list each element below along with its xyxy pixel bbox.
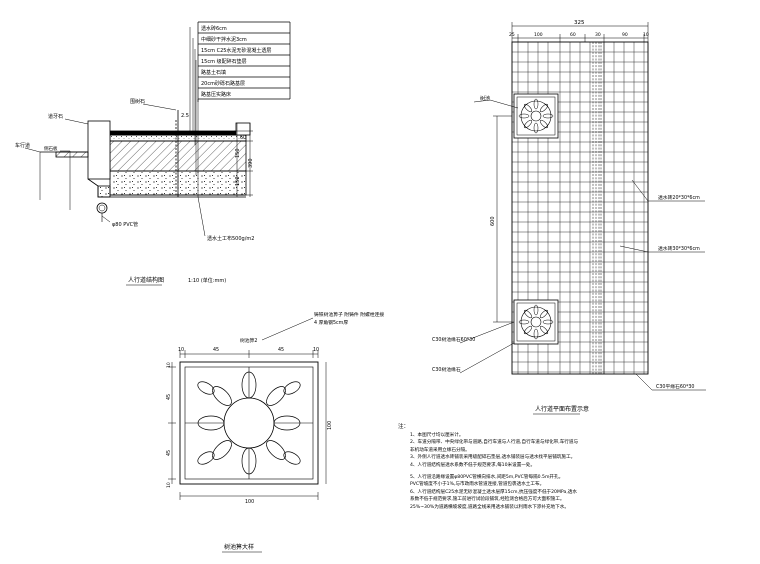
plan-dim: 600: [490, 216, 496, 226]
grate-center-opening: [223, 397, 275, 449]
layer-label: 15cm 级配碎石垫层: [201, 58, 247, 65]
grate-dim: 45: [166, 394, 172, 400]
plan-title: 人行道平面布置示意: [535, 405, 589, 413]
dim-label: 150: [235, 176, 241, 186]
tree-grate-detail: 铸铁树池箅子 附铸件 附螺栓连接 4 厚角钢5cm厚 树池箅2 10 45 45…: [166, 311, 384, 553]
geotextile-label: 透水土工布500g/m2: [207, 235, 254, 242]
grate-note-line: 铸铁树池箅子 附铸件 附螺栓连接: [314, 311, 384, 318]
dimension-lines: [234, 123, 253, 197]
note-line: PVC管坡度不小于1%,与市政雨水管道连接,管道包裹透水土工布。: [410, 482, 545, 488]
plan-side-dimension: [493, 115, 512, 323]
grate-dim: 45: [166, 450, 172, 456]
note-line: 25%~30%为道路横坡坡度,道路全线采用透水铺装以利雨水下渗补充地下水。: [410, 504, 569, 510]
plan-label-curb: C30平缘石60*30: [656, 383, 694, 390]
grate-outer-frame: [179, 361, 319, 485]
plan-dim: 30: [595, 32, 601, 38]
curb-stone: [40, 120, 251, 198]
grate-piece-label: 树池箅2: [240, 337, 257, 344]
plan-leader-lines: [459, 99, 706, 391]
note-line: 3、外侧人行道透水砖铺装采用级配碎石垫层,透水铺装层与透水找平层铺筑施工。: [410, 455, 576, 461]
note-line: 6、人行道结构层C25水泥无砂混凝土透水层厚15cm,抗压强度不低于20MPa,…: [410, 489, 577, 495]
note-line: 5、人行道沿路缘设置φ80PVC管横向排水,间距5m,PVC管每隔0.5m开孔。: [410, 474, 564, 480]
curb-label: 道牙石: [48, 113, 63, 120]
dim-label: 60: [240, 135, 246, 141]
section-scale: 1:10 (单位:mm): [188, 277, 226, 284]
grate-dim: 10: [313, 347, 319, 353]
grate-dimensions: [168, 317, 327, 500]
dim-label: 150: [235, 148, 241, 158]
paving-grid: [512, 42, 648, 374]
dim-label: 390: [248, 158, 254, 168]
grate-dim: 45: [278, 347, 284, 353]
plan-dim: 90: [622, 32, 628, 38]
section-title: 人行道结构图: [128, 276, 164, 284]
plan-top-dimensions: [511, 22, 649, 42]
plan-label-brick: 透水砖20*30*6cm: [658, 194, 700, 201]
layer-label: 20cm砂砾石路基层: [201, 80, 245, 87]
grate-petal-slots: [197, 371, 301, 475]
grate-dim: 45: [213, 347, 219, 353]
note-line: 系数不低于规范要求,施工前进行试验段铺筑,经检测合格后方可大面积施工。: [410, 497, 565, 503]
plan-dim: 60: [570, 32, 576, 38]
plan-label-curb: C30树池缘石60*30: [432, 336, 475, 343]
tree-pit-lower: [513, 299, 559, 345]
layer-label: 中细砂干拌水泥3cm: [201, 36, 247, 43]
tree-edge-post: [175, 110, 179, 197]
plan-label-brick: 透水砖30*30*6cm: [658, 245, 700, 252]
grate-dim: 10: [178, 347, 184, 353]
plan-view: 325 25 100 60 30 90 10 600 树池 透水砖20*30*6…: [432, 20, 706, 415]
grate-dim: 10: [166, 482, 172, 488]
notes-heading: 注：: [398, 424, 410, 430]
grate-dim: 100: [245, 499, 254, 505]
pvc-drain-pipe: [96, 202, 108, 222]
plan-dashed-strip: [592, 42, 605, 374]
grate-dim: 10: [166, 362, 172, 368]
plan-dim: 25: [509, 32, 515, 38]
layer-table: [197, 21, 291, 102]
plan-label-tree: 树池: [480, 95, 490, 102]
grate-note-line: 4 厚角钢5cm厚: [314, 319, 348, 326]
general-notes: 注： 1、本图尺寸均以厘米计。 2、车道分隔带、中央绿化带与道路,自行车道与人行…: [398, 424, 748, 510]
layer-label: 透水砖6cm: [201, 25, 227, 32]
tree-edge-label: 围树石: [130, 98, 145, 105]
layer-label: 路基压实路床: [201, 91, 231, 98]
note-line: 4、人行道结构层透水系数不低于规范要求,每10米设置一处。: [410, 462, 536, 468]
note-line: 非机动车道采用立缘石分隔。: [410, 447, 470, 453]
pipe-label: φ80 PVC管: [112, 221, 138, 228]
layer-label: 15cm C25水泥无砂混凝土透层: [201, 47, 271, 54]
roadway-label: 车行道: [15, 142, 30, 149]
leader-lines: [24, 27, 206, 237]
plan-dim: 325: [574, 20, 585, 26]
note-line: 2、车道分隔带、中央绿化带与道路,自行车道与人行道,自行车道与绿化带,车行道与: [410, 440, 579, 446]
pavement-section: 透水砖6cm 中细砂干拌水泥3cm 15cm C25水泥无砂混凝土透层 15cm…: [15, 21, 291, 286]
plan-label-curb: C30树池缘石: [432, 366, 461, 373]
grate-dim: 100: [327, 421, 333, 430]
dim-label: 2.5: [181, 113, 189, 119]
gutter-label: 侧石板: [44, 145, 58, 152]
note-line: 1、本图尺寸均以厘米计。: [410, 432, 464, 438]
grate-title: 树池箅大样: [224, 543, 254, 551]
plan-dim: 10: [643, 32, 649, 38]
tree-pit-upper: [513, 93, 559, 139]
layer-label: 路基土石填: [201, 69, 226, 76]
plan-dim: 100: [534, 32, 543, 38]
